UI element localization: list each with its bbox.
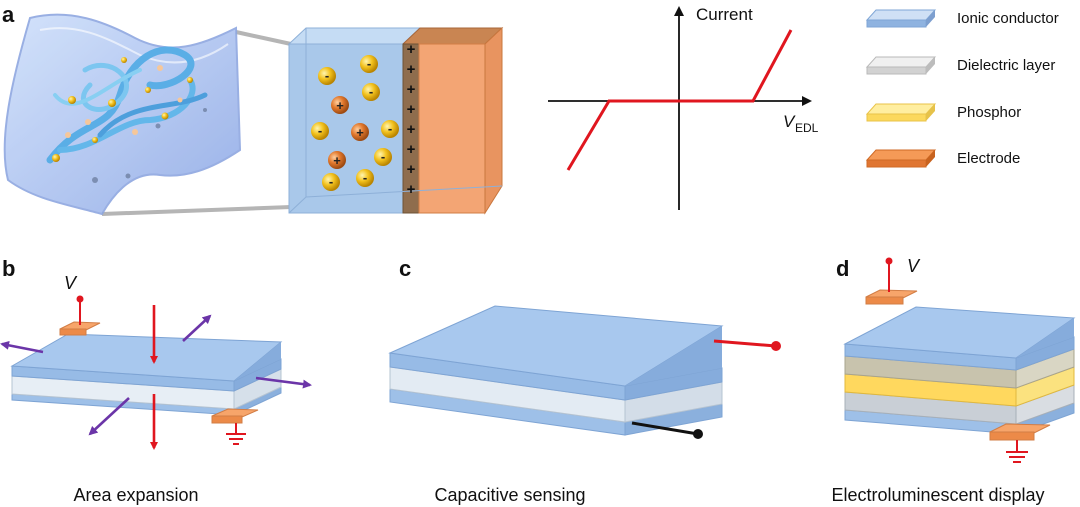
panel-d-label: d [836, 256, 849, 281]
svg-text:-: - [329, 174, 333, 189]
svg-text:+: + [407, 101, 416, 118]
bottom-electrode [989, 423, 1051, 463]
panel-b-caption: Area expansion [73, 485, 198, 505]
ground-icon [226, 433, 246, 445]
negative-ion: - [322, 173, 340, 191]
panel-d: d V [831, 256, 1076, 505]
ground-icon [1006, 451, 1028, 463]
zoom-line-bottom [101, 205, 292, 216]
bottom-lead-wire [631, 421, 699, 436]
negative-ion: - [311, 122, 329, 140]
electroluminescent-device [843, 306, 1076, 435]
capacitive-sensor-device [388, 305, 724, 436]
svg-text:-: - [325, 68, 329, 83]
zoom-line-top [235, 30, 292, 46]
svg-text:+: + [333, 153, 341, 168]
svg-text:-: - [363, 170, 367, 185]
svg-text:+: + [356, 125, 364, 140]
x-axis-label: V [783, 112, 796, 131]
negative-ion: - [356, 169, 374, 187]
top-lead-wire [713, 339, 777, 348]
top-electrode [865, 257, 918, 305]
svg-text:+: + [407, 61, 416, 78]
svg-text:Electrode: Electrode [957, 150, 1020, 167]
voltage-label: V [907, 256, 921, 276]
expansion-arrow-left [0, 340, 44, 354]
expansion-arrow-back [182, 314, 212, 342]
panel-a-label: a [2, 2, 15, 27]
panel-c: c Capacitive sensing [388, 256, 781, 505]
positive-ion: + [331, 96, 349, 114]
iv-graph: Current V EDL [548, 5, 819, 210]
svg-text:+: + [407, 161, 416, 178]
voltage-label: V [64, 273, 78, 293]
bottom-lead-terminal [693, 429, 703, 439]
panel-b: b V [0, 256, 312, 505]
svg-text:-: - [369, 84, 373, 99]
electrode-charges: + + + + + + + + [407, 41, 416, 198]
positive-ion: + [328, 151, 346, 169]
negative-ion: - [318, 67, 336, 85]
expansion-arrow-right [255, 376, 312, 389]
area-expansion-device [10, 333, 283, 416]
negative-ion: - [374, 148, 392, 166]
y-axis-label: Current [696, 5, 753, 24]
panel-c-label: c [399, 256, 411, 281]
negative-ion: - [381, 120, 399, 138]
svg-text:Phosphor: Phosphor [957, 104, 1021, 121]
positive-ion: + [351, 123, 369, 141]
bottom-electrode [211, 408, 259, 445]
legend-item-dielectric: Dielectric layer [865, 56, 1055, 75]
panel-c-caption: Capacitive sensing [434, 485, 585, 505]
negative-ion: - [362, 83, 380, 101]
svg-text:Dielectric layer: Dielectric layer [957, 57, 1055, 74]
wavy-conductor-illustration [3, 13, 242, 216]
iv-curve [566, 29, 793, 171]
svg-text:+: + [407, 141, 416, 158]
svg-text:-: - [367, 56, 371, 71]
svg-text:+: + [407, 41, 416, 58]
expansion-arrow-front [88, 397, 130, 436]
legend-item-phosphor: Phosphor [865, 103, 1021, 122]
negative-ion: - [360, 55, 378, 73]
svg-text:-: - [381, 149, 385, 164]
top-electrode [59, 295, 101, 336]
x-axis-label-subscript: EDL [795, 121, 819, 135]
panel-b-label: b [2, 256, 15, 281]
svg-text:-: - [388, 121, 392, 136]
panel-a: a [2, 2, 1059, 216]
svg-text:-: - [318, 123, 322, 138]
legend-item-electrode: Electrode [865, 149, 1020, 168]
svg-text:Ionic conductor: Ionic conductor [957, 10, 1059, 27]
svg-text:+: + [407, 121, 416, 138]
svg-text:+: + [407, 81, 416, 98]
legend: Ionic conductor Dielectric layer Phospho… [865, 9, 1059, 168]
top-lead-terminal [771, 341, 781, 351]
svg-text:+: + [407, 181, 416, 198]
panel-d-caption: Electroluminescent display [831, 485, 1044, 505]
svg-text:+: + [336, 98, 344, 113]
edl-box [287, 26, 504, 215]
legend-item-ionic: Ionic conductor [865, 9, 1059, 28]
